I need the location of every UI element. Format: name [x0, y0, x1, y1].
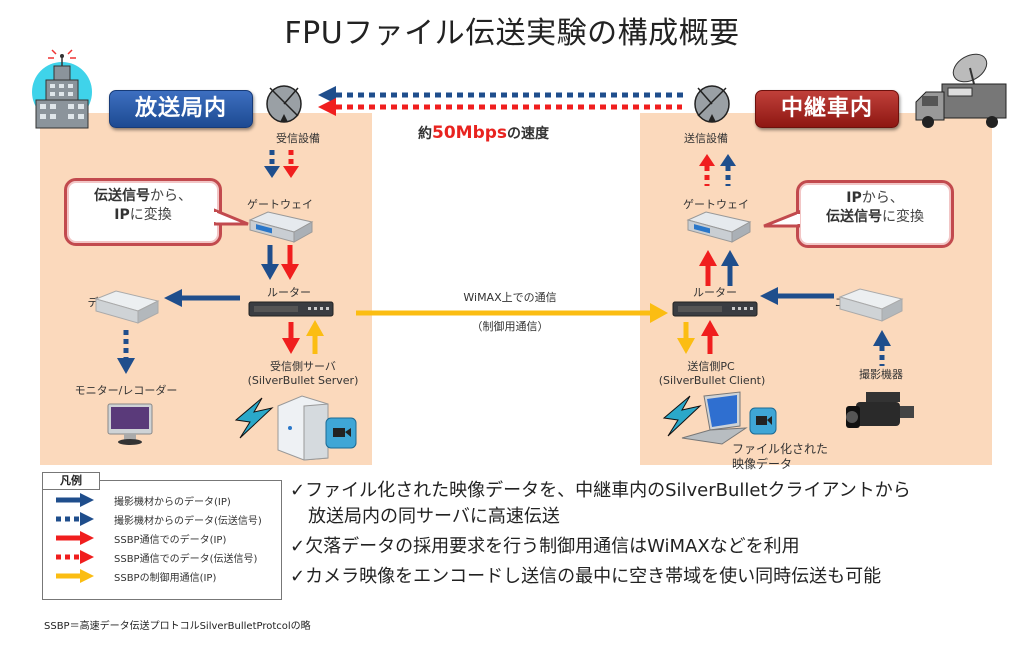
bullet-list: ✓ファイル化された映像データを、中継車内のSilverBulletクライアントか…: [290, 478, 911, 590]
fpu-link-blue-dotted: [318, 86, 688, 104]
left-router-label: ルーター: [267, 286, 311, 299]
legend-item: SSBPの制御用通信(IP): [54, 568, 216, 584]
legend-item: 撮影機材からのデータ(伝送信号): [54, 511, 262, 527]
receiver-label: 受信設備: [276, 132, 320, 145]
transmitter-dish-icon: [694, 85, 730, 123]
legend-arrow-icon: [56, 493, 94, 507]
broadcast-station-tag: 放送局内: [109, 90, 253, 128]
legend-arrow-icon: [56, 512, 94, 526]
file-label-line2: 映像データ: [732, 457, 793, 471]
right-router-label: ルーター: [693, 286, 737, 299]
monitor-label: モニター/レコーダー: [74, 384, 178, 397]
monitor-icon: [107, 403, 153, 445]
pc-label: 送信側PC: [687, 360, 735, 373]
right-bubble-tail: [763, 210, 800, 228]
bullet-3: ✓カメラ映像をエンコードし送信の最中に空き帯域を使い同時伝送も可能: [290, 566, 882, 587]
left-bubble-tail: [214, 208, 249, 226]
left-gateway-icon: [248, 211, 314, 243]
encoder-icon: [838, 288, 904, 322]
speed-label: 約50Mbpsの速度: [418, 123, 550, 143]
receiver-dish-icon: [266, 85, 302, 123]
pc-sub-label: (SilverBullet Client): [658, 374, 766, 387]
transmitter-label: 送信設備: [684, 132, 728, 145]
legend-item-label: 撮影機材からのデータ(IP): [114, 496, 231, 508]
legend-arrow-icon: [56, 569, 94, 583]
bullet-1-cont: 放送局内の同サーバに高速伝送: [290, 506, 560, 527]
page-title: FPUファイル伝送実験の構成概要: [284, 16, 740, 51]
legend-arrow-icon: [56, 550, 94, 564]
laptop-icon: [662, 391, 777, 445]
broadcast-building-icon: [32, 49, 92, 129]
legend-item-label: SSBP通信でのデータ(伝送信号): [114, 553, 258, 565]
left-router-icon: [248, 301, 334, 317]
decoder-icon: [94, 290, 160, 324]
legend-item: SSBP通信でのデータ(伝送信号): [54, 549, 257, 565]
relay-vehicle-tag: 中継車内: [755, 90, 899, 128]
right-router-icon: [672, 301, 758, 317]
right-gateway-icon: [686, 211, 752, 243]
legend-title: 凡例: [42, 472, 100, 490]
speed-value: 50Mbps: [432, 123, 508, 143]
relay-truck-icon: [915, 53, 1007, 128]
left-conversion-bubble: 伝送信号から、 IPに変換: [64, 178, 222, 246]
legend-item-label: 撮影機材からのデータ(伝送信号): [114, 515, 262, 527]
right-gateway-label: ゲートウェイ: [683, 198, 749, 211]
file-label-line1: ファイル化された: [732, 442, 829, 456]
footnote: SSBP＝高速データ伝送プロトコルSilverBulletProtcolの略: [44, 621, 311, 632]
legend-arrow-icon: [56, 531, 94, 545]
camera-icon: [846, 392, 914, 428]
legend-item: 撮影機材からのデータ(IP): [54, 492, 231, 508]
wimax-label: WiMAX上での通信: [463, 291, 557, 304]
fpu-link-red-dotted: [318, 98, 682, 116]
legend-item-label: SSBP通信でのデータ(IP): [114, 534, 227, 546]
wimax-sub-label: （制御用通信）: [471, 320, 549, 333]
right-conversion-bubble: IPから、 伝送信号に変換: [796, 180, 954, 248]
left-gateway-label: ゲートウェイ: [247, 198, 313, 211]
camera-label: 撮影機器: [859, 368, 903, 381]
legend-item-label: SSBPの制御用通信(IP): [114, 572, 217, 584]
bullet-1: ✓ファイル化された映像データを、中継車内のSilverBulletクライアントか…: [290, 480, 911, 501]
legend-item: SSBP通信でのデータ(IP): [54, 530, 226, 546]
server-sub-label: (SilverBullet Server): [247, 374, 359, 387]
bullet-2: ✓欠落データの採用要求を行う制御用通信はWiMAXなどを利用: [290, 536, 800, 557]
server-label: 受信側サーバ: [270, 360, 336, 373]
server-icon: [234, 395, 357, 461]
